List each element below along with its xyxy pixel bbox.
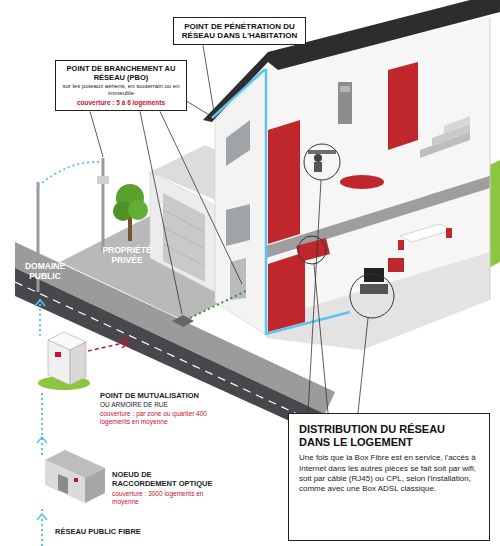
furniture <box>308 150 336 154</box>
tree <box>128 200 148 220</box>
leader-line <box>187 101 211 116</box>
coverage-note: couverture : par zone ou quartier 400 lo… <box>100 410 218 426</box>
street-cabinet <box>70 342 86 385</box>
furniture <box>388 258 404 272</box>
garage <box>163 227 205 249</box>
network-label: RÉSEAU PUBLIC FIBRE <box>55 527 205 536</box>
network-link <box>37 514 47 520</box>
furniture <box>314 162 322 172</box>
house-wall <box>226 204 250 246</box>
coverage-text: couverture : 5 à 6 logements <box>60 99 182 107</box>
house-interior <box>266 18 490 350</box>
optical-node-building <box>58 474 68 494</box>
optical-node-building <box>45 450 105 503</box>
leader-line <box>160 111 242 284</box>
network-link <box>88 342 128 351</box>
heading-text: POINT DE PÉNÉTRATION DU RÉSEAU DANS L'HA… <box>179 22 300 40</box>
optical-node-building <box>74 478 78 482</box>
leader-line <box>314 264 328 413</box>
fiber-cable <box>212 70 350 334</box>
house-wall <box>226 120 250 166</box>
house-interior <box>388 62 418 150</box>
area-label: PROPRIÉTÉ PRIVÉE <box>96 246 158 266</box>
network-link <box>35 162 248 546</box>
component-label: NOEUD DE RACCORDEMENT OPTIQUE <box>112 470 217 488</box>
poles <box>102 158 105 252</box>
furniture <box>360 284 388 294</box>
area-label: DOMAINE PUBLIC <box>20 262 70 282</box>
coverage-note: couverture : 3000 logements en moyenne <box>112 490 220 506</box>
leader-line <box>90 111 103 157</box>
heading-text: DISTRIBUTION DU RÉSEAU DANS LE LOGEMENT <box>299 423 479 449</box>
furniture <box>398 240 404 250</box>
callout-circle <box>298 236 326 264</box>
optical-node-building <box>45 460 85 503</box>
optical-node-building <box>85 468 105 503</box>
leader-line <box>308 180 321 413</box>
furniture <box>446 228 452 238</box>
callout-box: POINT DE PÉNÉTRATION DU RÉSEAU DANS L'HA… <box>173 17 306 45</box>
furniture <box>444 116 470 134</box>
leader-line <box>203 45 214 112</box>
house-interior <box>268 120 300 244</box>
callout-circle <box>350 274 394 318</box>
body-text: Une fois que la Box Fibre est en service… <box>299 453 479 494</box>
garage <box>163 210 205 232</box>
garage <box>163 244 205 266</box>
leader-line <box>358 318 368 413</box>
component-subtitle: OU ARMOIRE DE RUE <box>100 401 250 409</box>
street-cabinet <box>48 340 70 385</box>
garage <box>150 172 215 292</box>
street-cabinet <box>55 352 61 357</box>
network-link <box>37 437 47 443</box>
callout-circle <box>298 144 394 318</box>
street-cabinet <box>38 332 90 390</box>
heading-text: POINT DE BRANCHEMENT AU RÉSEAU (PBO) <box>60 65 182 82</box>
callout-circle <box>304 144 340 180</box>
furniture <box>340 175 384 189</box>
network-link <box>121 337 129 348</box>
house-interior <box>268 252 305 332</box>
callout-box: POINT DE BRANCHEMENT AU RÉSEAU (PBO)sur … <box>55 60 187 111</box>
fiber-cable <box>212 70 350 334</box>
note-text: sur les poteaux aériens, en souterrain o… <box>60 83 182 97</box>
furniture <box>400 224 452 242</box>
furniture <box>338 82 352 124</box>
network-link <box>35 300 45 306</box>
network-link <box>41 392 43 455</box>
network-link <box>190 290 248 318</box>
leader-line <box>140 111 182 314</box>
info-box: DISTRIBUTION DU RÉSEAU DANS LE LOGEMENT U… <box>288 413 490 541</box>
house-interior <box>490 18 491 300</box>
furniture <box>340 86 350 92</box>
garage <box>163 193 205 282</box>
furniture <box>296 82 470 294</box>
house-interior <box>266 252 490 350</box>
tree <box>113 184 148 241</box>
furniture <box>314 154 322 162</box>
component-label: POINT DE MUTUALISATION <box>100 391 250 400</box>
network-link <box>38 162 100 186</box>
poles <box>97 176 109 184</box>
network-link <box>39 298 41 336</box>
